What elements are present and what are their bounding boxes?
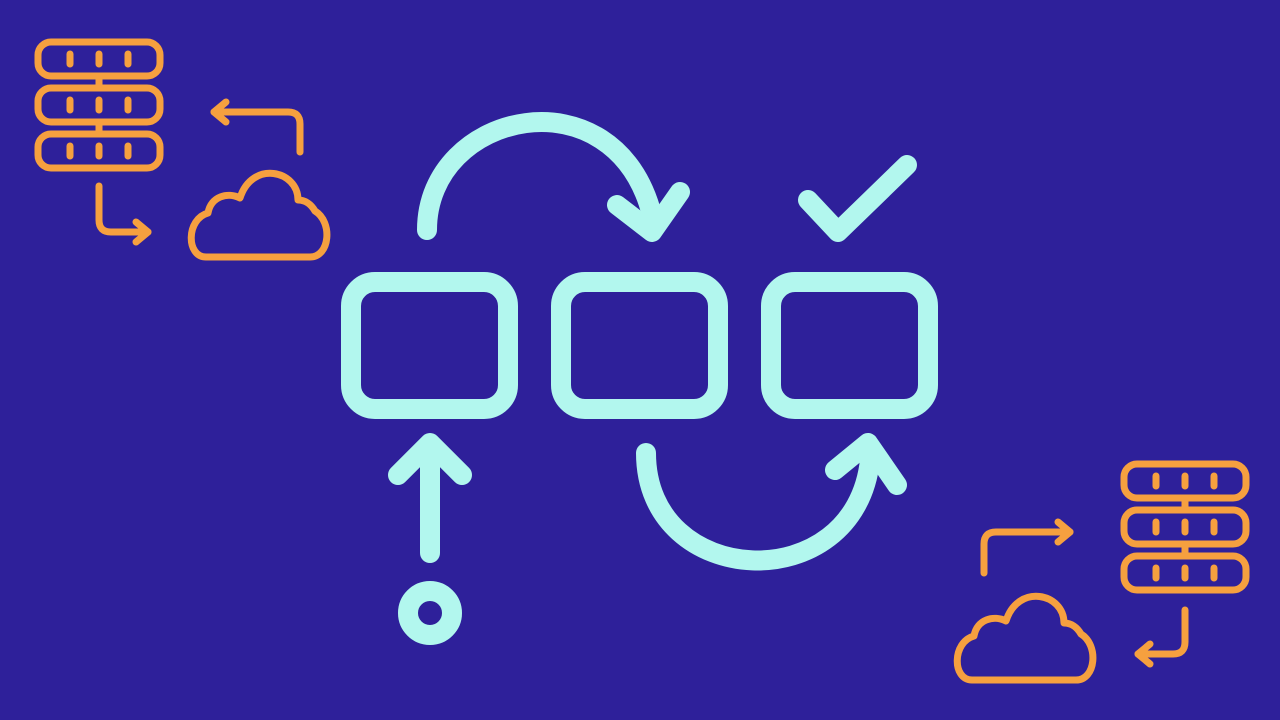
- arrow-up-right-icon: [980, 518, 1074, 577]
- sync-group-top-left: [34, 38, 331, 261]
- curved-arrow-up-right-icon: [636, 433, 907, 571]
- start-arrow-icon: [388, 433, 472, 563]
- arrow-up-left-icon: [210, 98, 304, 156]
- start-point-icon: [398, 581, 462, 645]
- cloud-icon: [187, 169, 331, 261]
- server-stack-icon: [1120, 460, 1250, 594]
- cloud-icon: [953, 592, 1097, 684]
- server-stack-icon: [34, 38, 164, 172]
- step-2-box-icon: [551, 272, 728, 419]
- arrow-down-right-icon: [95, 182, 152, 246]
- curved-arrow-right-icon: [417, 112, 690, 242]
- arrow-down-left-icon: [1134, 606, 1189, 668]
- step-1-box-icon: [341, 272, 518, 419]
- step-3-box-icon: [761, 272, 938, 419]
- checkmark-icon: [798, 155, 917, 242]
- sync-group-bottom-right: [953, 460, 1250, 684]
